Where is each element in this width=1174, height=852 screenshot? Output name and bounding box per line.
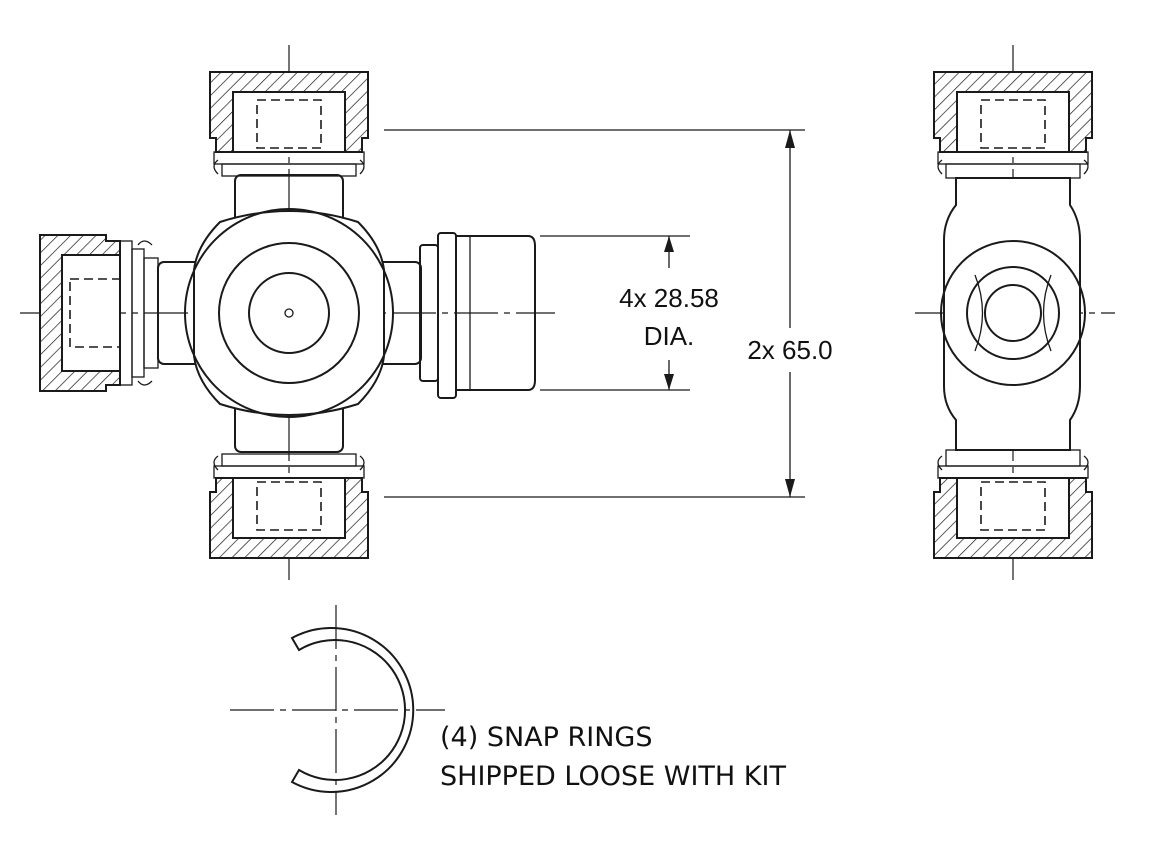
body-center-mark [284, 308, 294, 318]
left-bearing-cap [39, 234, 159, 392]
body-outer-circle [184, 208, 394, 418]
note-line2: SHIPPED LOOSE WITH KIT [440, 761, 786, 792]
diameter-label-line2: DIA. [644, 321, 695, 351]
side-view [915, 45, 1115, 580]
body-middle-circle [218, 242, 360, 384]
snap-ring [230, 605, 445, 815]
span-label: 2x 65.0 [747, 335, 832, 365]
top-bearing-cap [209, 71, 369, 177]
bottom-bearing-cap [209, 453, 369, 559]
body-grease-fitting [248, 272, 330, 354]
dimension-28-58 [540, 235, 690, 391]
diameter-label-line1: 4x 28.58 [619, 283, 719, 313]
right-bearing-cup [419, 232, 536, 399]
snap-ring-outline [290, 627, 415, 793]
side-bottom-bearing-cap [933, 449, 1093, 559]
dimension-65-0 [384, 129, 805, 498]
cross-body [193, 210, 385, 416]
side-bearing-outer [940, 240, 1086, 386]
note-line1: (4) SNAP RINGS [440, 722, 652, 753]
side-top-bearing-cap [933, 71, 1093, 179]
side-bearing-middle [966, 266, 1060, 360]
front-view [20, 45, 555, 580]
side-bearing-inner [984, 284, 1042, 342]
